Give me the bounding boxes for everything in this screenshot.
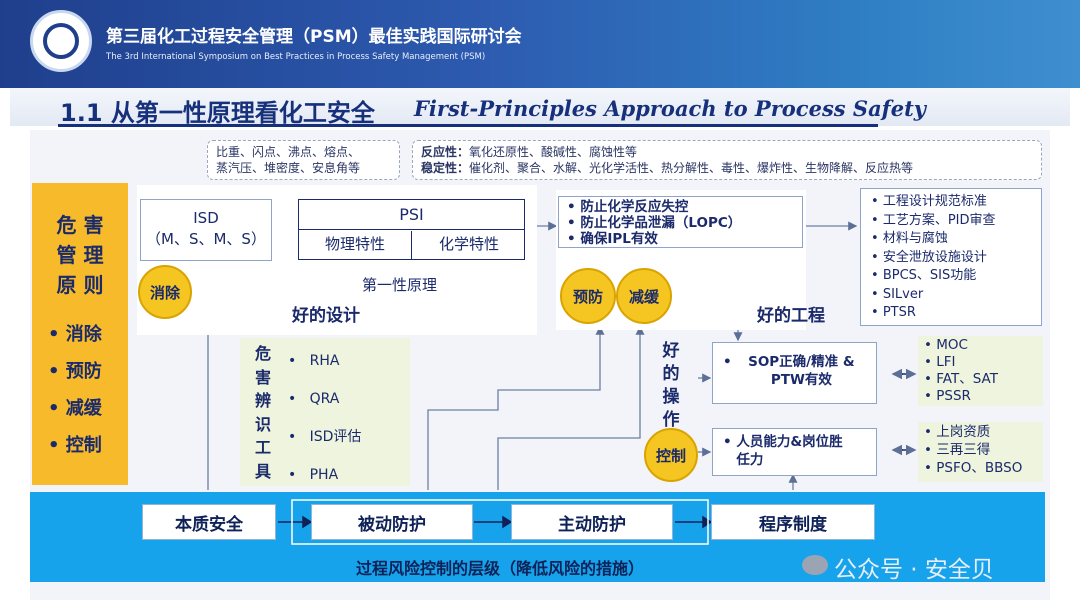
- hazard-tools-char: 危: [254, 344, 271, 363]
- hazard-tools-char: 具: [254, 461, 271, 481]
- hazard-tools-char: 辨: [254, 391, 271, 410]
- principles-heading-line: 危 害: [56, 213, 104, 237]
- sop-item: LFI: [936, 354, 956, 370]
- title-underline: [58, 124, 878, 127]
- hazard-tool-item: QRA: [309, 391, 340, 407]
- conference-header: [0, 0, 1080, 88]
- engineering-item: PTSR: [882, 305, 916, 320]
- isd-subtitle: （M、S、M、S）: [146, 230, 266, 248]
- slide-title-cn: 1.1 从第一性原理看化工安全: [60, 99, 375, 127]
- level-passive-protection: 被动防护: [311, 504, 473, 540]
- circle-control: 控制: [644, 428, 698, 482]
- physical-props-line: 蒸汽压、堆密度、安息角等: [216, 161, 361, 175]
- good-operation-char: 作: [662, 410, 680, 430]
- sop-items-panel: • MOC • LFI • FAT、SAT • PSSR: [918, 336, 1043, 406]
- personnel-item: 三再三得: [936, 442, 991, 458]
- hazard-tools-char: 识: [254, 414, 271, 434]
- isd-title: ISD: [193, 209, 219, 227]
- wechat-icon: [802, 555, 828, 575]
- good-operation-char: 的: [662, 364, 680, 384]
- principle-item: • 消除: [48, 324, 102, 345]
- first-principles-label: 第一性原理: [362, 276, 438, 294]
- personnel-item: 上岗资质: [936, 424, 991, 440]
- watermark-text: 公众号 · 安全贝: [834, 557, 994, 583]
- principles-list: • 消除 • 预防 • 减缓 • 控制: [48, 316, 102, 464]
- hazard-management-principles-panel: [32, 183, 128, 485]
- principle-item: • 预防: [48, 361, 102, 382]
- good-design-label: 好的设计: [292, 306, 360, 326]
- good-operation-label: 好 的 操 作: [660, 340, 682, 432]
- level-inherent-safety: 本质安全: [142, 504, 276, 540]
- sop-text: SOP正确/精准 & PTW有效: [748, 354, 855, 388]
- conference-title-en: The 3rd International Symposium on Best …: [106, 52, 486, 62]
- hazard-tools-char: 害: [254, 367, 271, 387]
- circle-mitigate: 减缓: [616, 268, 672, 324]
- good-operation-char: 好: [662, 341, 680, 361]
- hazard-tool-item: PHA: [309, 467, 339, 483]
- isd-box: ISD （M、S、M、S）: [140, 199, 272, 261]
- good-operation-char: 操: [662, 387, 680, 407]
- prevention-item: 防止化学反应失控: [580, 199, 689, 215]
- circle-eliminate: 消除: [138, 265, 192, 319]
- level-procedures: 程序制度: [711, 504, 875, 540]
- slide-title-en: First-Principles Approach to Process Saf…: [414, 96, 926, 121]
- principles-heading-line: 管 理: [56, 243, 104, 267]
- sop-item: MOC: [936, 337, 968, 353]
- reactivity-label: 反应性：: [421, 145, 470, 159]
- hazard-tools-list: • RHA • QRA • ISD评估 • PHA: [288, 353, 362, 483]
- engineering-list-box: • 工程设计规范标准 • 工艺方案、PID审查 • 材料与腐蚀 • 安全泄放设施…: [860, 188, 1042, 326]
- principle-item: • 减缓: [48, 398, 102, 419]
- hierarchy-caption: 过程风险控制的层级（降低风险的措施）: [356, 559, 645, 578]
- sop-item: FAT、SAT: [936, 371, 998, 387]
- prevention-item: 防止化学品泄漏（LOPC）: [580, 215, 742, 231]
- sop-item: PSSR: [936, 388, 971, 404]
- level-active-protection: 主动防护: [511, 504, 673, 540]
- logo-ring-icon: [43, 23, 79, 59]
- conference-title-cn: 第三届化工过程安全管理（PSM）最佳实践国际研讨会: [106, 27, 522, 47]
- physical-props-line: 比重、闪点、沸点、熔点、: [216, 145, 361, 159]
- engineering-item: 工程设计规范标准: [882, 194, 987, 209]
- personnel-box: • 人员能力&岗位胜任力: [712, 428, 877, 476]
- engineering-item: 材料与腐蚀: [882, 231, 948, 246]
- principles-heading: 危 害 管 理 原 则: [32, 210, 128, 300]
- psi-chemical: 化学特性: [438, 235, 499, 253]
- personnel-text: 人员能力&岗位胜任力: [736, 434, 843, 468]
- hazard-tools-char: 工: [254, 438, 271, 457]
- psi-title: PSI: [299, 200, 524, 230]
- hazard-tools-panel: [240, 338, 410, 486]
- engineering-item: 安全泄放设施设计: [882, 249, 987, 265]
- engineering-item: 工艺方案、PID审查: [882, 212, 996, 228]
- hazard-tool-item: ISD评估: [309, 429, 362, 445]
- personnel-item: PSFO、BBSO: [936, 460, 1023, 476]
- slide-title-bar: [10, 88, 1070, 126]
- hazard-tools-label: 危 害 辨 识 工 具: [252, 342, 274, 483]
- chemical-properties-note: 反应性：氧化还原性、酸碱性、腐蚀性等 稳定性：催化剂、聚合、水解、光化学活性、热…: [412, 140, 1042, 180]
- reactivity-text: 氧化还原性、酸碱性、腐蚀性等: [469, 145, 638, 159]
- principles-heading-line: 原 则: [56, 273, 104, 297]
- good-engineering-label: 好的工程: [757, 306, 825, 326]
- personnel-items-panel: • 上岗资质 • 三再三得 • PSFO、BBSO: [918, 422, 1043, 482]
- prevention-box: • 防止化学反应失控 • 防止化学品泄漏（LOPC） • 确保IPL有效: [558, 196, 803, 248]
- conference-logo: [30, 10, 92, 72]
- principle-item: • 控制: [48, 435, 102, 456]
- engineering-item: BPCS、SIS功能: [882, 268, 977, 283]
- prevention-item: 确保IPL有效: [580, 231, 658, 247]
- engineering-item: SILver: [882, 286, 924, 302]
- psi-physical: 物理特性: [299, 231, 412, 259]
- circle-prevent: 预防: [560, 268, 616, 324]
- psi-box: PSI 物理特性 化学特性: [298, 199, 525, 260]
- hazard-tool-item: RHA: [309, 353, 340, 369]
- stability-text: 催化剂、聚合、水解、光化学活性、热分解性、毒性、爆炸性、生物降解、反应热等: [469, 161, 914, 175]
- physical-properties-note: 比重、闪点、沸点、熔点、 蒸汽压、堆密度、安息角等: [207, 140, 400, 180]
- sop-box: • SOP正确/精准 & PTW有效: [712, 342, 877, 404]
- stability-label: 稳定性：: [421, 161, 470, 175]
